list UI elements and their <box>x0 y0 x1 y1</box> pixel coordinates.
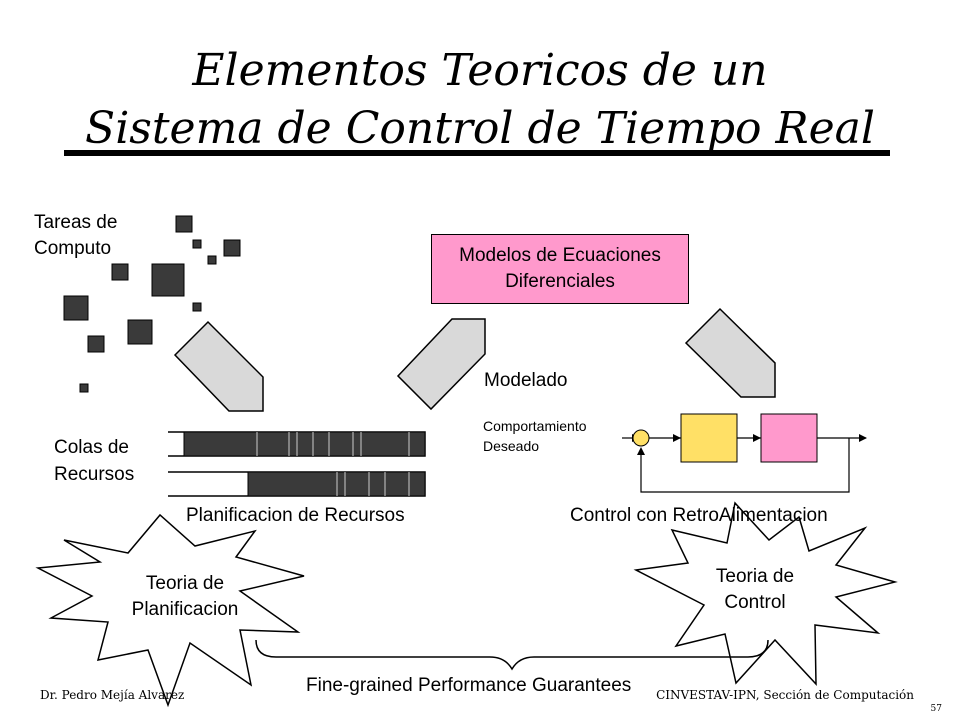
summing-junction <box>632 429 650 447</box>
arrow-models-to-control <box>684 307 776 398</box>
task-square <box>192 239 202 249</box>
arrowhead <box>673 434 681 442</box>
queues-label-line-1: Colas de <box>54 437 129 458</box>
task-square <box>223 239 241 257</box>
control-theory-line-2: Control <box>724 592 786 613</box>
feedback-path <box>640 438 850 493</box>
differential-equations-model-box: Modelos de Ecuaciones Diferenciales <box>431 234 689 304</box>
queues-label-line-2: Recursos <box>54 464 135 485</box>
task-square <box>63 295 89 321</box>
footer-institution: CINVESTAV-IPN, Sección de Computación <box>656 688 914 702</box>
desired-behavior-line-1: Comportamiento <box>483 418 587 434</box>
control-theory-line-1: Teoria de <box>715 566 795 587</box>
scheduling-theory-label: Teoria de Planificacion <box>110 570 260 624</box>
slide-title-line-2: Sistema de Control de Tiempo Real <box>85 103 875 154</box>
task-square <box>207 255 217 265</box>
resource-queue-1 <box>168 431 426 457</box>
control-theory-label: Teoria de Control <box>695 563 815 617</box>
starburst-control-theory <box>633 501 898 686</box>
task-square <box>79 383 89 393</box>
task-square <box>192 302 202 312</box>
tasks-label-line-2: Computo <box>34 238 112 259</box>
feedback-control-loop <box>622 437 866 493</box>
models-box-line-1: Modelos de Ecuaciones <box>459 245 661 266</box>
arrow-tasks-to-queues <box>173 320 264 412</box>
page-number: 57 <box>930 704 942 714</box>
slide-title-line-1: Elementos Teoricos de un <box>192 45 768 96</box>
arrow-modeling-up <box>396 318 486 411</box>
title-underline <box>64 150 890 156</box>
task-square <box>175 215 193 233</box>
modelado-label: Modelado <box>484 370 568 391</box>
task-square <box>111 263 129 281</box>
scheduling-theory-line-1: Teoria de <box>145 573 225 594</box>
scheduling-theory-line-2: Planificacion <box>131 599 239 620</box>
arrowhead <box>753 434 761 442</box>
arrowhead <box>637 447 645 455</box>
control-caption: Control con RetroAlimentacion <box>570 505 828 526</box>
guarantees-label: Fine-grained Performance Guarantees <box>306 675 632 696</box>
desired-behavior-label: Comportamiento Deseado <box>483 416 587 456</box>
arrowhead <box>859 434 867 442</box>
controller-block <box>680 413 738 463</box>
models-box-line-2: Diferenciales <box>505 271 615 292</box>
queues-label: Colas de Recursos <box>54 434 134 488</box>
footer-author: Dr. Pedro Mejía Alvarez <box>40 688 185 702</box>
scheduling-caption: Planificacion de Recursos <box>186 505 405 526</box>
task-square <box>127 319 153 345</box>
plant-block <box>760 413 818 463</box>
computing-tasks <box>63 215 241 393</box>
resource-queue-2 <box>168 471 426 497</box>
starburst-scheduling-theory <box>35 513 305 708</box>
guarantees-brace <box>255 639 769 671</box>
tasks-label-line-1: Tareas de <box>34 212 118 233</box>
tasks-label: Tareas de Computo <box>34 210 117 262</box>
task-square <box>151 263 185 297</box>
desired-behavior-line-2: Deseado <box>483 438 540 454</box>
task-square <box>87 335 105 353</box>
